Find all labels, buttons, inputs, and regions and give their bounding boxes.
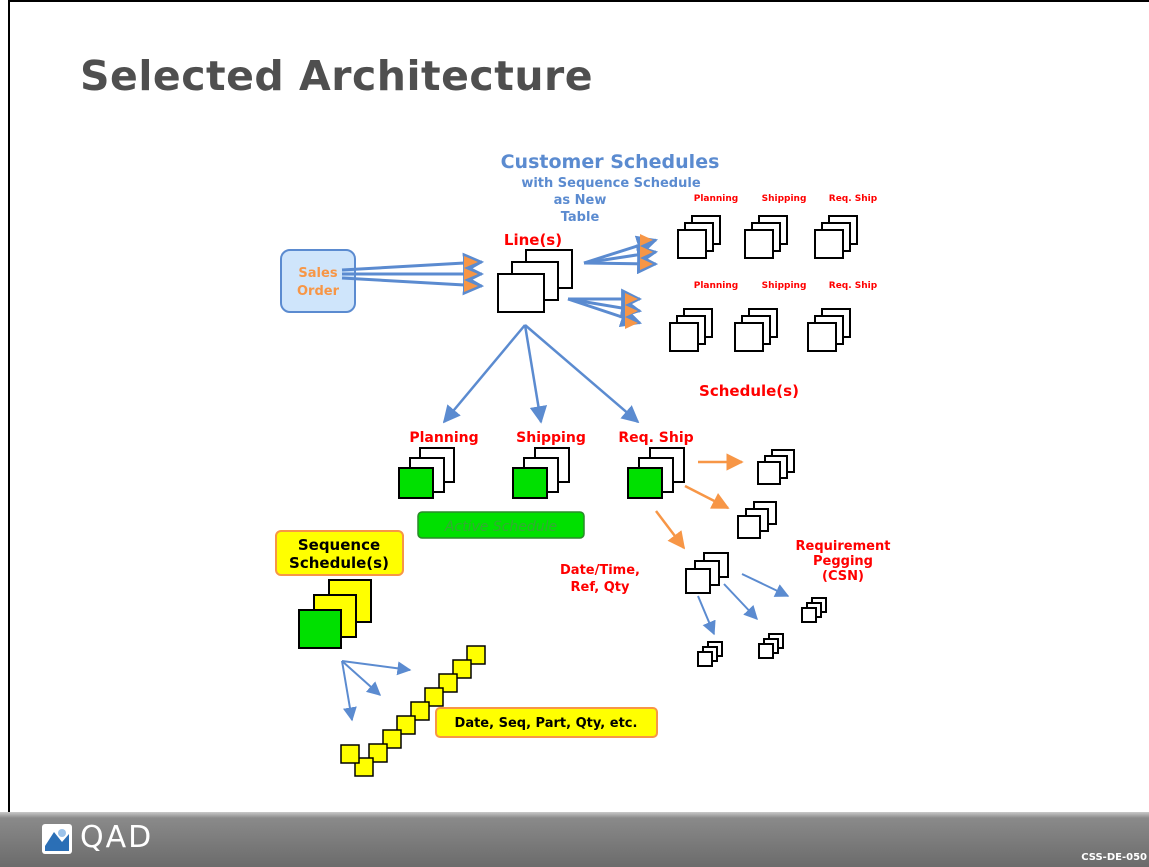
active-schedule-box xyxy=(417,511,585,539)
top-group2-reqship-stack xyxy=(807,308,851,352)
top-group2-planning: Planning xyxy=(694,281,739,291)
header-subtitle-3: Table xyxy=(561,210,600,225)
sales-order-label-2: Order xyxy=(297,284,340,299)
slide-frame xyxy=(8,0,1149,812)
architecture-diagram: Customer Schedules with Sequence Schedul… xyxy=(275,151,891,777)
requirement-label-1: Requirement xyxy=(796,539,891,554)
lines-label: Line(s) xyxy=(504,231,562,249)
peg-stack-1 xyxy=(697,641,723,667)
sales-order-label-1: Sales xyxy=(298,266,337,281)
top-group2-shipping-stack xyxy=(734,308,778,352)
header-subtitle-1: with Sequence Schedule xyxy=(521,176,700,191)
slide-title: Selected Architecture xyxy=(80,52,594,100)
qad-wordmark: QAD xyxy=(80,820,154,855)
planning-label: Planning xyxy=(409,430,478,446)
top-group1-shipping-stack xyxy=(744,215,788,259)
sales-order-box xyxy=(280,249,356,313)
requirement-label-3: (CSN) xyxy=(822,569,864,584)
reqship-stack xyxy=(627,447,685,499)
peg-stack-3 xyxy=(801,597,827,623)
detail-label-box xyxy=(435,707,658,738)
sequence-schedule-box xyxy=(275,530,404,576)
top-group1-planning: Planning xyxy=(694,194,739,204)
date-time-label-1: Date/Time, xyxy=(560,563,640,578)
top-group2-shipping: Shipping xyxy=(762,281,807,291)
shipping-label: Shipping xyxy=(516,430,586,446)
slide-code: CSS-DE-050 xyxy=(1081,852,1147,863)
top-group2-planning-stack xyxy=(669,308,713,352)
reqship-detail-stack-1 xyxy=(757,449,795,485)
top-group1-reqship-stack xyxy=(814,215,858,259)
requirement-label-2: Pegging xyxy=(813,554,873,569)
reqship-detail-stack-2 xyxy=(737,501,777,539)
top-group1-shipping: Shipping xyxy=(762,194,807,204)
sequence-label-1: Sequence xyxy=(298,536,380,554)
shipping-stack xyxy=(512,447,570,499)
header-title: Customer Schedules xyxy=(501,151,720,173)
qad-logo-icon xyxy=(42,824,72,854)
sequence-stack xyxy=(298,579,372,649)
reqship-detail-stack-3 xyxy=(685,552,729,594)
detail-label: Date, Seq, Part, Qty, etc. xyxy=(455,716,638,731)
reqship-label: Req. Ship xyxy=(618,430,693,446)
schedules-label: Schedule(s) xyxy=(699,382,799,400)
top-group1-reqship: Req. Ship xyxy=(829,194,878,204)
header-subtitle-2: as New xyxy=(554,193,607,208)
top-group2-reqship: Req. Ship xyxy=(829,281,878,291)
peg-stack-2 xyxy=(758,633,784,659)
lines-stack-icon xyxy=(497,249,573,313)
top-group1-planning-stack xyxy=(677,215,721,259)
sequence-label-2: Schedule(s) xyxy=(289,554,389,572)
planning-stack xyxy=(398,447,455,499)
footer-bar xyxy=(0,812,1149,867)
date-time-label-2: Ref, Qty xyxy=(571,580,631,595)
active-schedule-label: Active Schedule xyxy=(444,519,557,535)
